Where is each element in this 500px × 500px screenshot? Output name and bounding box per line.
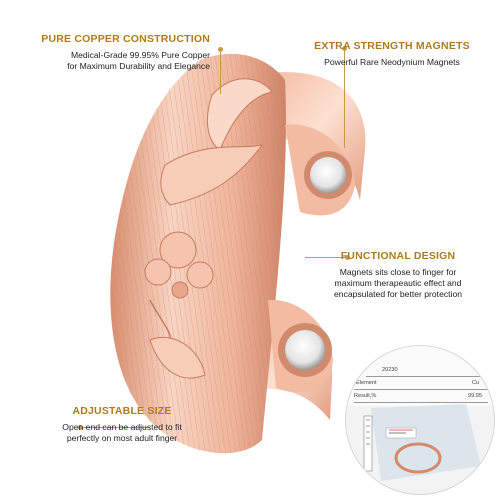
callout-title: FUNCTIONAL DESIGN xyxy=(340,250,456,262)
report-result-value: 99.95 xyxy=(468,393,482,399)
callout-title: ADJUSTABLE SIZE xyxy=(72,405,172,417)
callout-title: PURE COPPER CONSTRUCTION xyxy=(41,33,210,45)
leader-line-pure-copper xyxy=(220,49,221,94)
callout-description: Medical-Grade 99.95% Pure Copper for Max… xyxy=(67,50,210,71)
leaf-ornament-middle xyxy=(160,144,264,206)
report-rule xyxy=(354,402,488,403)
leader-line-adjustable xyxy=(80,427,150,428)
test-report-inset: 20230 Element Cu Result,% 99.95 xyxy=(345,345,495,495)
callout-extra-strength: EXTRA STRENGTH MAGNETS Powerful Rare Neo… xyxy=(312,40,472,68)
report-header: 20230 xyxy=(382,367,398,373)
magnet-top xyxy=(304,151,352,199)
callout-title: EXTRA STRENGTH MAGNETS xyxy=(314,40,470,52)
report-element-value: Cu xyxy=(472,380,480,386)
leader-line-functional xyxy=(305,257,347,258)
report-rule xyxy=(366,376,486,377)
report-element-label: Element xyxy=(356,380,377,386)
callout-adjustable: ADJUSTABLE SIZE Open end can be adjusted… xyxy=(42,405,202,444)
leaf-ornament-bottom xyxy=(149,336,206,379)
magnet-bottom xyxy=(278,323,332,377)
packaged-ring-photo xyxy=(363,404,481,481)
callout-functional: FUNCTIONAL DESIGN Magnets sits close to … xyxy=(318,250,478,300)
report-rule xyxy=(354,389,488,390)
report-result-label: Result,% xyxy=(354,393,377,399)
leader-dot-functional xyxy=(345,255,350,260)
callout-pure-copper: PURE COPPER CONSTRUCTION Medical-Grade 9… xyxy=(41,33,210,72)
callout-description: Magnets sits close to finger for maximum… xyxy=(333,267,463,299)
leaf-ornament-top xyxy=(207,78,273,151)
leader-line-extra-strength xyxy=(344,48,345,148)
callout-description: Open end can be adjusted to fit perfectl… xyxy=(62,422,182,443)
callout-description: Powerful Rare Neodynium Magnets xyxy=(324,57,460,67)
